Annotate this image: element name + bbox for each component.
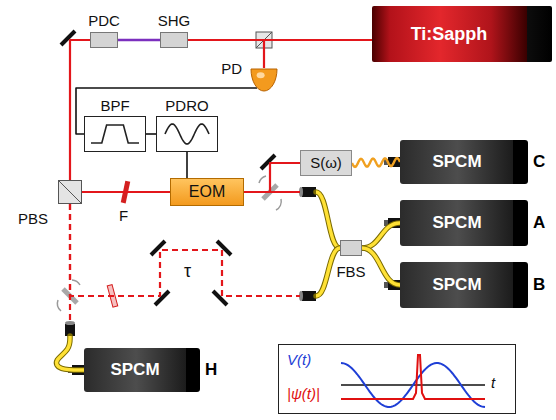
component-label: S(ω) (310, 154, 342, 171)
laser-beam-path (244, 163, 300, 192)
signal-wire-path (186, 152, 188, 178)
detector-label: SPCM (432, 152, 481, 172)
polarizing-beam-splitter-art (58, 180, 82, 204)
pickoff-beam (264, 40, 372, 68)
optical-fiber-path (352, 158, 400, 167)
photodiode-art (250, 68, 278, 92)
channel-letter: A (533, 213, 545, 233)
coupler-lens (65, 321, 75, 325)
component-label: BPF (100, 97, 129, 114)
beam-and-fiber-path (69, 204, 71, 322)
signal-wire-path (146, 133, 156, 135)
single-photon-detector: SPCMA (400, 200, 528, 246)
delay-mirror (217, 241, 231, 255)
component-label: PBS (18, 210, 48, 227)
component-label: EOM (189, 183, 225, 201)
single-photon-detector: SPCMC (400, 140, 528, 184)
axis-label: t (491, 374, 495, 391)
delay-line-beam (70, 204, 340, 296)
bandpass-filter: BPF (84, 116, 146, 152)
delay-mirror (155, 291, 169, 305)
channel-letter: B (533, 275, 545, 295)
signal-wire (187, 152, 188, 178)
beam-and-fiber-path (244, 191, 300, 193)
fiber-jacket (316, 248, 340, 296)
pickoff-beam-path (264, 40, 372, 68)
laser-beam (82, 192, 170, 193)
beam-and-fiber-path (316, 192, 340, 248)
fiber-beam-splitter: FBS (340, 240, 362, 256)
uv-beam (118, 40, 160, 41)
signal-label: V(t) (287, 351, 311, 368)
detector-label: SPCM (432, 213, 481, 233)
mirror (61, 31, 75, 45)
voltage-curve (341, 363, 485, 407)
flip-arrow (57, 300, 61, 311)
cube-face (58, 180, 82, 204)
pdc-crystal: PDC (90, 32, 118, 48)
laser-beam (70, 40, 90, 180)
cube-body (59, 181, 82, 204)
optical-fiber (352, 158, 400, 167)
signal-label: |ψ(t)| (287, 385, 320, 402)
channel-letter: C (533, 152, 545, 172)
oscillator: PDRO (156, 116, 218, 152)
fiber-plug (384, 282, 388, 288)
laser-beam-path (70, 40, 90, 180)
bandpass-filter-art (85, 117, 145, 151)
flip-arrow (276, 199, 281, 210)
photodiode: PD (250, 68, 278, 92)
ti-sapphire-laser: Ti:Sapph (372, 6, 552, 62)
optical-fiber (362, 248, 400, 285)
delay-mirror (151, 241, 165, 255)
laser-beam-path (82, 191, 170, 193)
filter-label: F (119, 207, 128, 224)
shg-crystal: SHG (160, 32, 188, 48)
uv-beam-path (118, 39, 160, 41)
photodiode-highlight (257, 72, 265, 78)
optical-fiber-path (362, 248, 400, 285)
single-photon-detector: SPCMB (400, 262, 528, 308)
oscillator-art (157, 117, 217, 151)
laser-beam (244, 163, 300, 192)
channel-letter: H (205, 360, 217, 380)
detector-label: SPCM (432, 275, 481, 295)
optical-fiber (362, 223, 400, 248)
component-label: PDRO (165, 97, 208, 114)
beam-and-fiber (56, 204, 84, 370)
fiber-jacket (362, 248, 400, 285)
electro-optic-modulator: EOM (170, 178, 244, 206)
signal-wire (146, 134, 156, 135)
delay-line-beam-path (70, 204, 300, 296)
laser-label: Ti:Sapph (411, 24, 488, 45)
single-photon-detector: SPCMH (84, 348, 200, 392)
spectral-filter: S(ω) (300, 150, 352, 176)
delay-label: τ (184, 261, 191, 282)
component-label: FBS (336, 263, 365, 280)
optical-fiber-path (362, 223, 400, 248)
flip-arrow (259, 176, 266, 183)
sine-symbol (165, 124, 209, 144)
photodiode-body (251, 69, 277, 91)
component-label: PDC (88, 12, 120, 29)
fiber-jacket (362, 223, 400, 248)
component-label: SHG (158, 12, 191, 29)
timing-inset-art (279, 345, 515, 413)
wavepacket-curve (341, 355, 485, 399)
flip-arrow (72, 280, 80, 285)
bandpass-symbol (91, 125, 139, 143)
delay-mirror (213, 291, 227, 305)
polarizing-beam-splitter: PBS (58, 180, 82, 204)
component-label: PD (221, 60, 242, 77)
beam-and-fiber (244, 192, 340, 248)
timing-inset: V(t) |ψ(t)| t (278, 344, 516, 414)
fiber-jacket (56, 336, 84, 370)
detector-label: SPCM (110, 360, 159, 380)
beam-and-fiber-path (56, 336, 84, 370)
fiber-jacket (316, 192, 340, 248)
delay-line-beam-path (316, 248, 340, 296)
